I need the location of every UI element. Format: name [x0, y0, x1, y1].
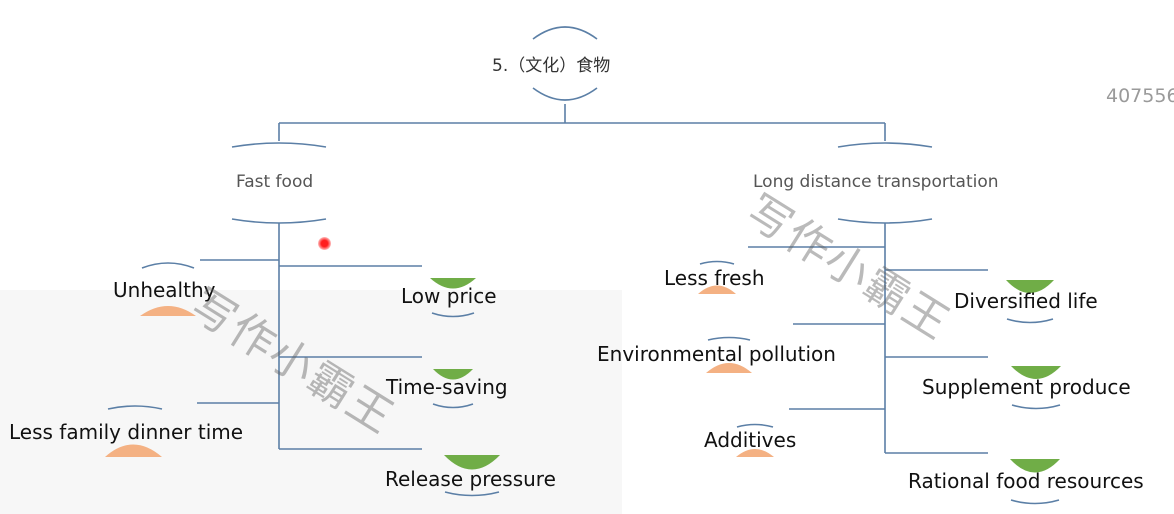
right-pro-rational-resources: Rational food resources: [908, 469, 1144, 493]
less-dinner-con-marker: [105, 444, 162, 457]
root-node-top-arc: [532, 26, 598, 40]
diversified-life-bottom-arc: [1006, 318, 1054, 324]
right-branch-bottom-bracket: [837, 218, 933, 224]
time-saving-pro-marker: [433, 369, 473, 380]
rational-pro-marker: [1010, 459, 1060, 473]
unhealthy-con-marker: [140, 306, 196, 316]
right-con-less-fresh: Less fresh: [664, 266, 765, 290]
left-con-unhealthy: Unhealthy: [113, 278, 216, 302]
left-pro-release-pressure: Release pressure: [385, 467, 556, 491]
supplement-bottom-arc: [1011, 404, 1061, 410]
time-saving-bottom-arc: [432, 403, 474, 409]
additives-top-arc: [736, 423, 774, 428]
root-node-label: 5.（文化）食物: [492, 56, 611, 76]
pollution-con-marker: [706, 363, 752, 373]
less-fresh-con-marker: [698, 285, 736, 294]
unhealthy-top-arc: [141, 262, 195, 269]
counter-text: 407556: [1106, 85, 1174, 107]
right-pro-supplement-produce: Supplement produce: [922, 375, 1131, 399]
less-dinner-top-arc: [107, 405, 163, 410]
low-price-bottom-arc: [431, 312, 475, 318]
left-pro-low-price: Low price: [401, 284, 497, 308]
rational-bottom-arc: [1010, 499, 1060, 505]
release-pressure-pro-marker: [444, 455, 500, 470]
right-pro-diversified-life: Diversified life: [954, 289, 1098, 313]
low-price-pro-marker: [430, 278, 476, 289]
left-con-less-dinner: Less family dinner time: [9, 420, 244, 444]
right-branch-top-bracket: [837, 142, 933, 148]
additives-con-marker: [736, 449, 774, 457]
left-branch-top-bracket: [231, 142, 327, 148]
right-branch-label: Long distance transportation: [753, 172, 999, 192]
supplement-pro-marker: [1011, 366, 1061, 379]
right-con-additives: Additives: [704, 428, 797, 452]
root-node-bottom-arc: [532, 87, 598, 101]
right-con-pollution: Environmental pollution: [597, 342, 836, 366]
content-background-panel: [0, 290, 622, 514]
left-branch-label: Fast food: [236, 172, 314, 192]
highlight-dot: [318, 237, 331, 250]
release-pressure-bottom-arc: [444, 491, 500, 497]
left-branch-bottom-bracket: [231, 218, 327, 224]
pollution-top-arc: [707, 336, 751, 341]
diversified-life-pro-marker: [1006, 280, 1054, 293]
less-fresh-top-arc: [699, 260, 735, 265]
left-pro-time-saving: Time-saving: [386, 375, 508, 399]
